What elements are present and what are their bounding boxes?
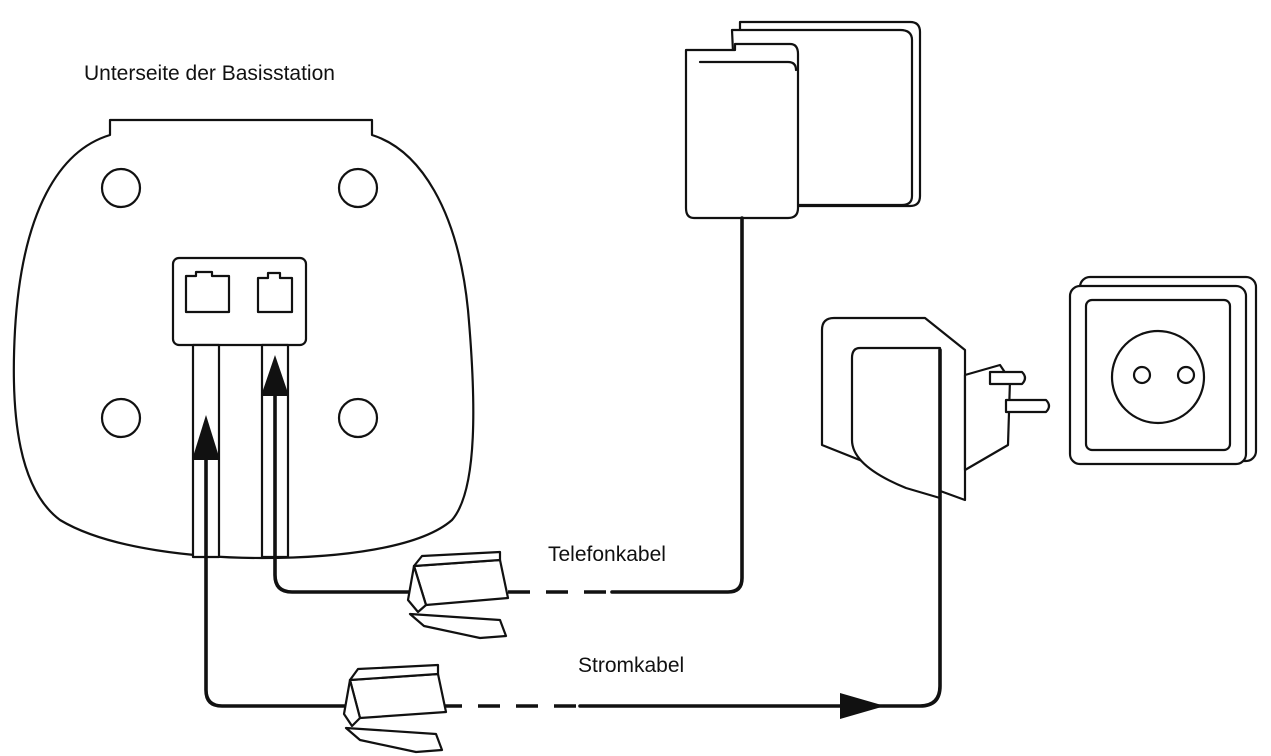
wall-power-socket [1068, 275, 1258, 466]
telephone-wall-jack [684, 20, 922, 220]
base-screw-hole-top-right [337, 167, 379, 209]
base-screw-hole-bottom-right [337, 397, 379, 439]
power-jack-socket [184, 270, 231, 314]
power-cable-arrow-right [840, 693, 885, 719]
power-adapter [820, 316, 1051, 502]
base-screw-hole-top-left [100, 167, 142, 209]
power-cable [192, 348, 942, 754]
base-screw-hole-bottom-left [100, 397, 142, 439]
telephone-cable [261, 216, 744, 640]
telephone-cable-arrow [261, 355, 289, 396]
socket-hole-left [1132, 365, 1152, 385]
telephone-cable-connector [406, 550, 510, 640]
base-station-underside [12, 118, 475, 560]
power-cable-arrow-up [192, 415, 220, 460]
socket-hole-right [1176, 365, 1196, 385]
base-station-underside-label: Unterseite der Basisstation [84, 62, 335, 85]
phone-jack-socket [256, 271, 294, 314]
power-cable-label: Stromkabel [578, 654, 685, 677]
power-cable-connector [342, 663, 448, 754]
telephone-cable-label: Telefonkabel [548, 543, 666, 566]
